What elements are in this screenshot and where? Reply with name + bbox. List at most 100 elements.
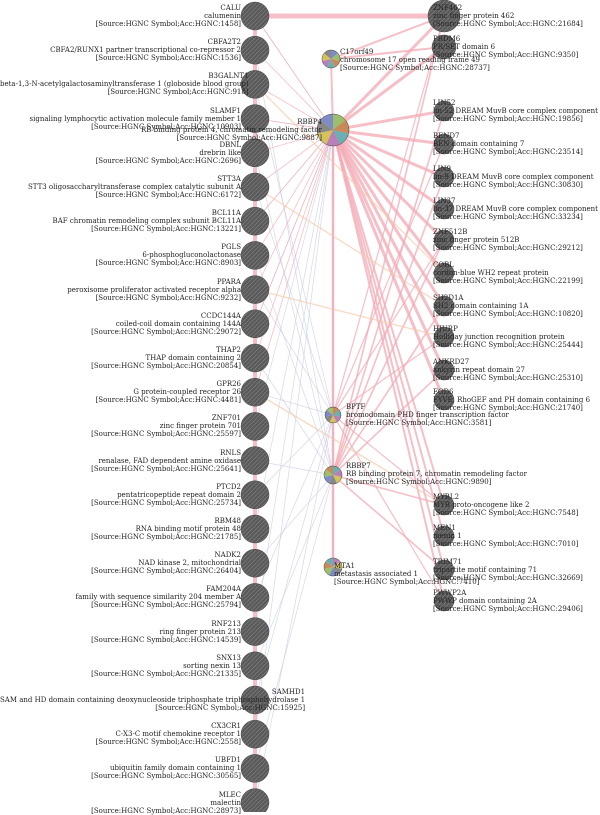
left_nodes-id: STT3A [217,175,241,183]
left-gene-node[interactable] [240,685,270,715]
edge-coexpression [332,128,445,146]
left_nodes-src: [Source:HGNC Symbol;Acc:HGNC:1458] [95,20,241,28]
right_nodes-id: PRDM6 [433,35,461,43]
left_nodes-id: UBFD1 [215,756,241,765]
left-gene-node[interactable] [240,446,270,475]
left-gene-node[interactable] [240,617,270,646]
left_nodes-desc: BAF chromatin remodeling complex subunit… [52,217,241,226]
edge-coexpression [254,49,334,131]
right-gene-node[interactable] [433,326,455,348]
right-gene-node[interactable] [433,494,455,516]
edge-coexpression [330,46,445,60]
right-gene-node[interactable] [433,295,455,317]
left-gene-node[interactable] [240,1,270,31]
edge-layer [253,13,446,803]
edge-coexpression [332,129,445,602]
center_nodes-src: [Source:HGNC Symbol;Acc:HGNC:9890] [346,478,492,486]
query-gene-node[interactable] [323,465,343,485]
right-gene-node[interactable] [433,229,455,251]
edge-shared [254,129,334,427]
query-node-segment [333,561,342,570]
left_nodes-id: MLEC [218,790,241,799]
right-gene-node[interactable] [433,359,455,381]
edge-shared [254,414,334,701]
left_nodes-src: [Source:HGNC Symbol;Acc:HGNC:9232] [95,293,241,302]
left_nodes-src: [Source:HGNC Symbol;Acc:HGNC:20854] [91,362,241,370]
left-gene-node[interactable] [240,412,270,441]
query-gene-node[interactable] [324,406,342,424]
left_nodes-src: [Source:HGNC Symbol;Acc:HGNC:29072] [91,327,241,336]
right-gene-node[interactable] [433,198,455,220]
right-gene-node[interactable] [433,133,455,155]
left-gene-node[interactable] [240,754,270,783]
query-gene-node[interactable] [323,557,343,577]
edge-coexpression [332,239,445,416]
right_nodes-src: [Source:HGNC Symbol;Acc:HGNC:19856] [432,115,583,123]
left-gene-node[interactable] [240,172,270,202]
right-gene-node[interactable] [433,166,455,188]
left-gene-node[interactable] [240,206,270,236]
edge-coexpression [331,14,446,132]
right_nodes-id: MEN1 [433,524,456,532]
left-gene-node[interactable] [240,35,270,65]
left-gene-node[interactable] [240,583,270,612]
left-gene-node[interactable] [240,719,270,749]
right_nodes-desc: MYB proto-oncogene like 2 [433,501,530,509]
right-gene-node[interactable] [431,34,457,60]
right-gene-node[interactable] [433,590,455,612]
query-node-segment [323,50,331,59]
right_nodes-src: [Source:HGNC Symbol;Acc:HGNC:22199] [433,277,583,285]
left-gene-node[interactable] [240,788,270,812]
left-gene-node[interactable] [240,275,270,304]
right_nodes-src: [Source:HGNC Symbol;Acc:HGNC:9350] [433,51,579,59]
left-gene-node[interactable] [240,138,270,168]
right-gene-node[interactable] [427,0,461,33]
edge-coexpression [332,143,445,416]
left-gene-node[interactable] [240,241,270,270]
query-node-segment [331,50,339,59]
left_nodes-desc: THAP domain containing 2 [145,354,241,362]
right-gene-node[interactable] [433,389,455,411]
left-gene-node[interactable] [240,377,270,407]
query-node-outline [323,465,343,485]
right_nodes-src: [Source:HGNC Symbol;Acc:HGNC:7010] [433,540,579,548]
left-gene-node[interactable] [240,514,270,544]
right_nodes-src: [Source:HGNC Symbol;Acc:HGNC:23514] [433,148,583,156]
query-gene-node[interactable] [321,49,341,69]
left_nodes-desc: zinc finger protein 701 [159,422,241,431]
edge-physical [254,289,445,338]
edge-coexpression [332,129,445,537]
left-gene-node[interactable] [240,309,270,339]
left-gene-node[interactable] [240,480,270,510]
left-gene-node[interactable] [240,548,270,578]
right-gene-node[interactable] [433,525,455,547]
right-gene-node[interactable] [433,262,455,284]
query-node-segment [333,120,349,134]
right_nodes-src: [Source:HGNC Symbol;Acc:HGNC:33234] [432,213,583,221]
right-gene-node[interactable] [433,100,455,122]
left-gene-node[interactable] [240,651,270,681]
left_nodes-src: [Source:HGNC Symbol;Acc:HGNC:25641] [91,464,241,473]
query-node-segment [333,466,341,475]
left-gene-node[interactable] [240,104,270,133]
left_nodes-src: [Source:HGNC Symbol;Acc:HGNC:25734] [91,498,241,507]
left-gene-node[interactable] [240,70,270,99]
left_nodes-src: [Source:HGNC Symbol;Acc:HGNC:1536] [95,54,241,63]
right_nodes-desc: FYVE, RhoGEF and PH domain containing 6 [433,396,591,404]
left-gene-node[interactable] [240,343,270,373]
right-gene-node[interactable] [433,559,455,581]
query-gene-node[interactable] [316,113,350,147]
left_nodes-src: [Source:HGNC Symbol;Acc:HGNC:2558] [95,738,241,747]
